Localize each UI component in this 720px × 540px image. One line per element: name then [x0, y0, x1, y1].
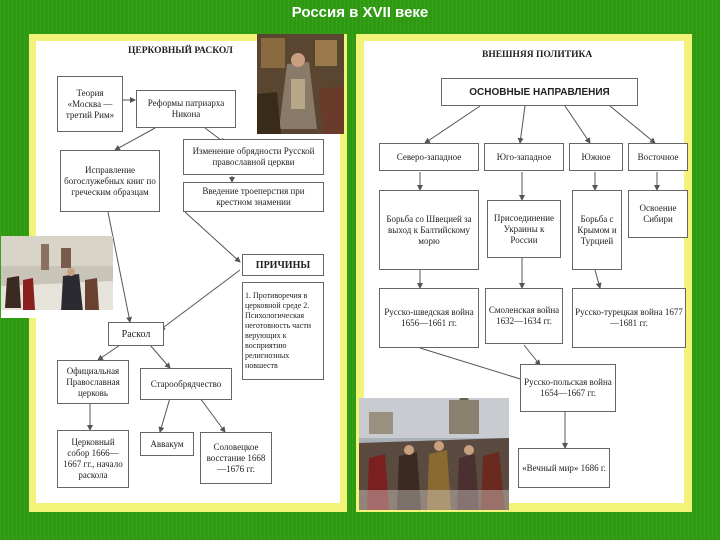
slide-title: Россия в XVII веке	[291, 4, 429, 21]
reforms-box: Реформы патриарха Никона	[136, 90, 236, 128]
eternal-peace-box: «Вечный мир» 1686 г.	[518, 448, 610, 488]
church-schism-heading: ЦЕРКОВНЫЙ РАСКОЛ	[128, 46, 233, 56]
direction-east: Восточное	[628, 143, 688, 171]
goal-sweden-box: Борьба со Швецией за выход к Балтийскому…	[379, 190, 479, 270]
foreign-policy-heading: ВНЕШНЯЯ ПОЛИТИКА	[482, 50, 593, 60]
war-smolensk-box: Смоленская война 1632—1634 гг.	[485, 288, 563, 344]
main-directions-box: ОСНОВНЫЕ НАПРАВЛЕНИЯ	[441, 78, 638, 106]
war-sweden-box: Русско-шведская война 1656—1661 гг.	[379, 288, 479, 348]
war-turkey-box: Русско-турецкая война 1677—1681 гг.	[572, 288, 686, 348]
direction-southwest: Юго-западное	[484, 143, 564, 171]
council-box: Церковный собор 1666—1667 гг., начало ра…	[57, 430, 129, 488]
war-poland-box: Русско-польская война 1654—1667 гг.	[520, 364, 616, 412]
avvakum-box: Аввакум	[140, 432, 194, 456]
goal-crimea-box: Борьба с Крымом и Турцией	[572, 190, 622, 270]
goal-siberia-box: Освоение Сибири	[628, 190, 688, 238]
old-belief-box: Старообрядчество	[140, 368, 232, 400]
direction-south: Южное	[569, 143, 623, 171]
goal-ukraine-box: Присоединение Украины к России	[487, 200, 561, 258]
nikon-painting	[257, 34, 344, 134]
solovki-box: Соловецкое восстание 1668—1676 гг.	[200, 432, 272, 484]
rite-change-box: Изменение обрядности Русской православно…	[183, 139, 324, 175]
theory-box: Теория «Москва — третий Рим»	[57, 76, 123, 132]
schism-box: Раскол	[108, 322, 164, 346]
causes-title-box: ПРИЧИНЫ	[242, 254, 324, 276]
correction-box: Исправление богослужебных книг по гречес…	[60, 150, 160, 212]
pereyaslav-painting	[359, 398, 509, 510]
old-believers-painting	[1, 236, 113, 318]
direction-northwest: Северо-западное	[379, 143, 479, 171]
three-fingers-box: Введение троеперстия при крестном знамен…	[183, 182, 324, 212]
official-church-box: Официальная Православная церковь	[57, 360, 129, 404]
causes-box: 1. Противоречия в церковной среде 2. Пси…	[242, 282, 324, 380]
